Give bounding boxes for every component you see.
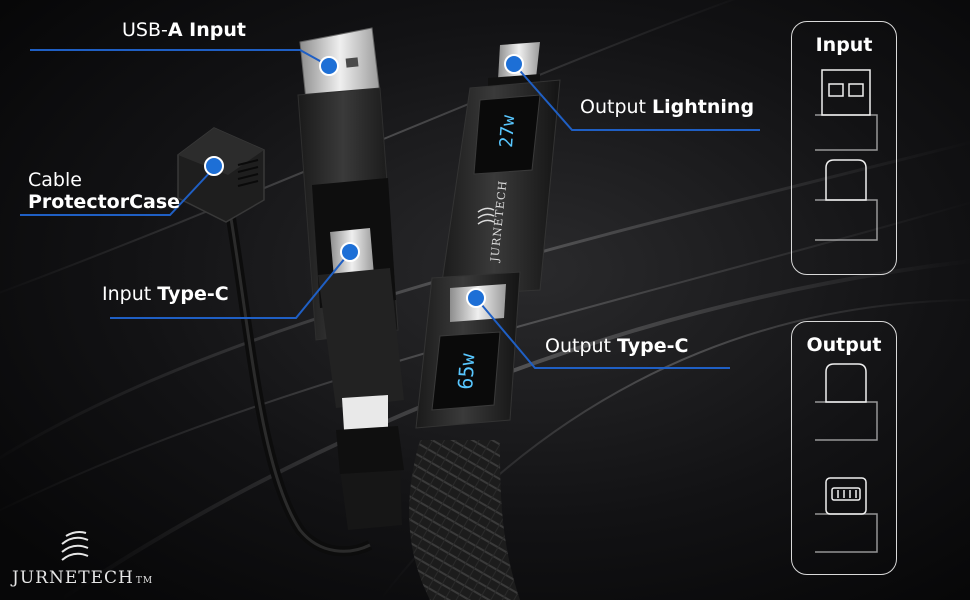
- type-c-outline-icon-2: [825, 363, 867, 403]
- dot-output-type-c: [466, 288, 486, 308]
- label-bold: A Input: [167, 19, 246, 41]
- label-cable-protector: Cable ProtectorCase: [28, 169, 181, 214]
- cable-protector-case: [177, 127, 265, 223]
- label-input-type-c: Input Type-C: [102, 283, 229, 306]
- label-line1: Cable: [28, 169, 82, 191]
- watt-display-27: 27w: [496, 114, 519, 148]
- brand-logo-tm: TM: [135, 576, 154, 586]
- usb-a-slot-icon: [828, 83, 844, 97]
- label-prefix: USB-: [122, 19, 168, 41]
- type-c-outline-icon: [825, 159, 867, 201]
- output-panel-art: [815, 363, 878, 553]
- jurnetech-logo-icon: [61, 531, 89, 561]
- label-bold: Type-C: [617, 335, 689, 357]
- dot-input-type-c: [340, 242, 360, 262]
- input-panel-title: Input: [815, 34, 873, 56]
- label-usb-a-input: USB-A Input: [122, 19, 246, 42]
- label-bold: Lightning: [652, 96, 755, 118]
- output-panel: Output: [791, 321, 897, 575]
- label-prefix: Input: [102, 283, 158, 305]
- dot-protector: [204, 156, 224, 176]
- watt-display-65: 65w: [453, 352, 480, 391]
- body-logo-icon: [477, 207, 495, 225]
- label-prefix: Output: [580, 96, 653, 118]
- callout-dots: [204, 54, 524, 308]
- label-prefix: Output: [545, 335, 618, 357]
- label-line2: ProtectorCase: [28, 190, 181, 213]
- dot-usb-a: [319, 56, 339, 76]
- brand-logo-name: JURNETECH: [12, 568, 134, 588]
- label-output-lightning: Output Lightning: [580, 96, 755, 119]
- input-panel: Input: [791, 21, 897, 275]
- type-c-white-tip: [342, 395, 388, 430]
- dot-output-lightning: [504, 54, 524, 74]
- callout-lines: [20, 49, 760, 369]
- left-cable: [177, 27, 404, 557]
- label-output-type-c: Output Type-C: [545, 335, 689, 358]
- output-panel-title: Output: [806, 334, 882, 356]
- input-panel-art: [815, 69, 878, 241]
- right-cable: [409, 42, 561, 600]
- label-bold: Type-C: [157, 283, 229, 305]
